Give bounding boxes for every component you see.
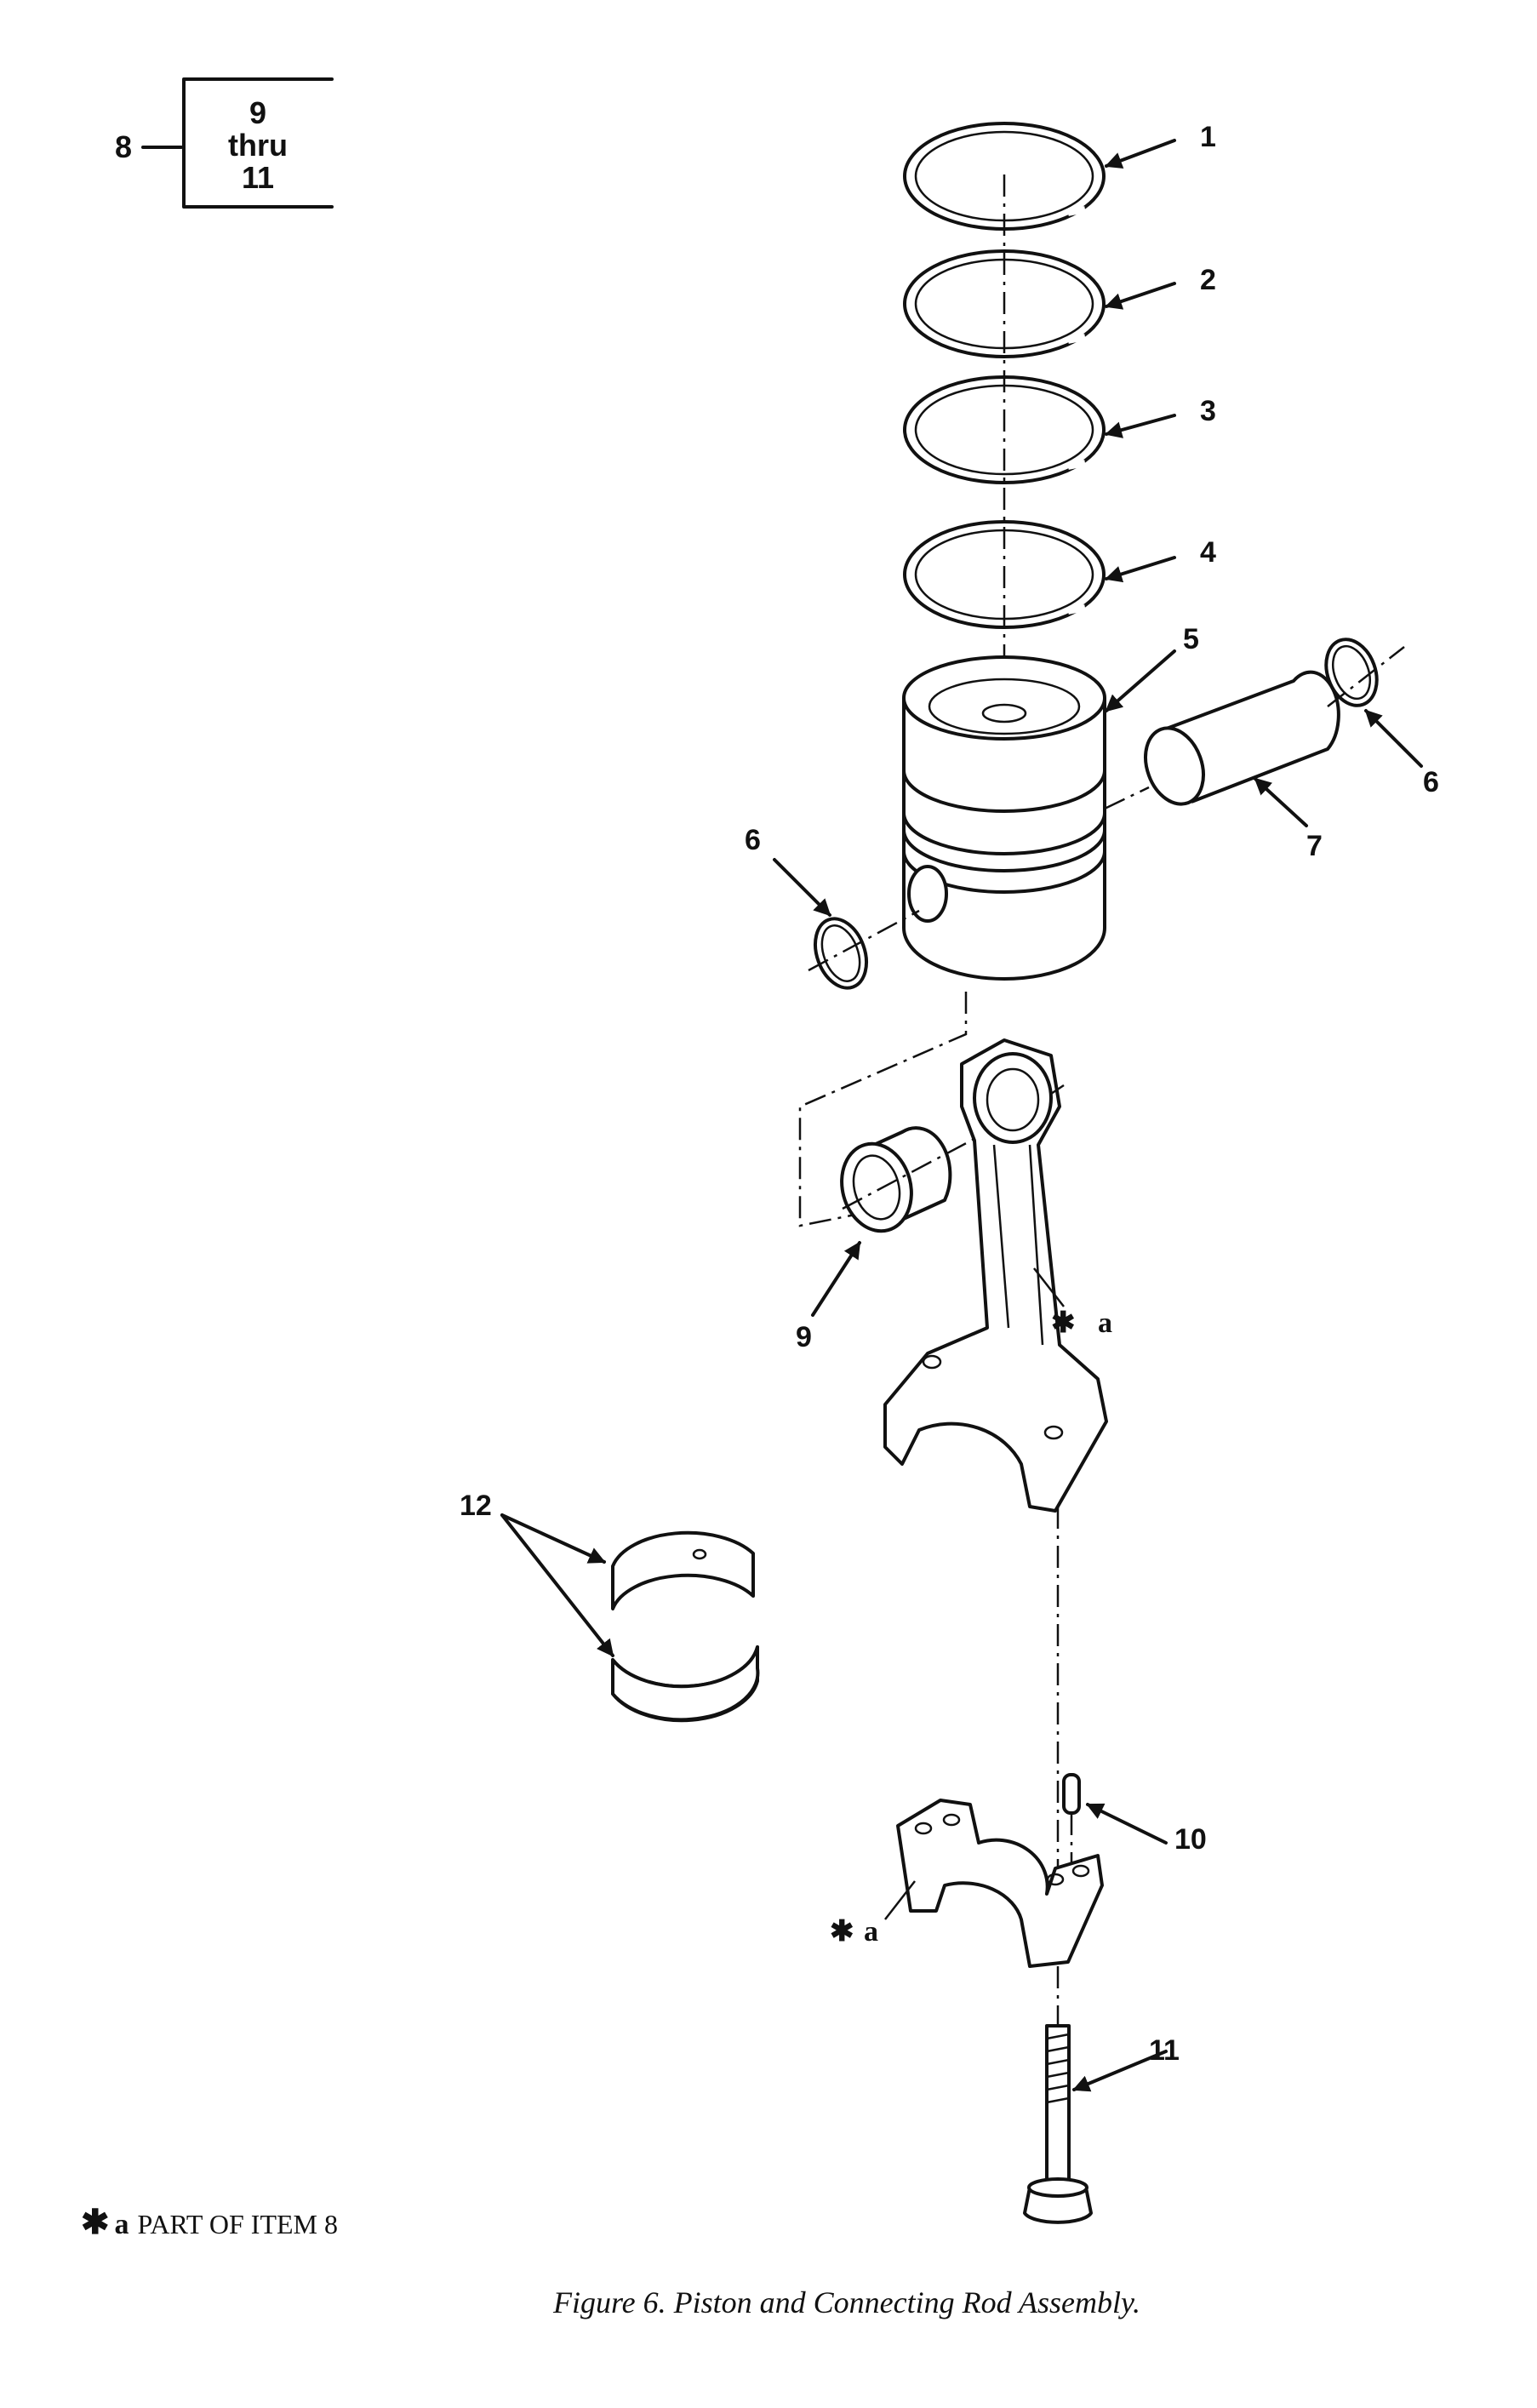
piston-ring-3 (903, 375, 1106, 484)
callout-11: 11 (1149, 2034, 1180, 2067)
callout-leaders (500, 139, 1423, 2092)
piston-ring-4 (903, 520, 1106, 629)
key-range-start: 9 (249, 95, 266, 130)
key-range-end: 11 (242, 160, 274, 195)
callout-6-right: 6 (1423, 766, 1439, 798)
callout-2: 2 (1200, 264, 1216, 296)
rod-cap (896, 1799, 1104, 1968)
callout-3: 3 (1200, 395, 1216, 427)
footnote-star: ✱ (81, 2204, 110, 2241)
footnote-letter: a (114, 2209, 129, 2240)
bearing-shell-lower (611, 1645, 760, 1723)
rod-bushing (840, 1126, 988, 1233)
key-item-number: 8 (115, 129, 132, 164)
piston-ring-1 (903, 122, 1106, 231)
cap-part-letter: a (864, 1916, 878, 1948)
cap-part-star: ✱ (830, 1915, 854, 1948)
bearing-shell-upper (611, 1530, 755, 1610)
rod-bolt (1023, 2024, 1093, 2224)
retaining-ring-left (808, 909, 920, 990)
key-range-word: thru (228, 128, 288, 163)
piston-to-rod-leader (798, 992, 968, 1227)
connecting-rod (883, 1038, 1108, 1513)
callout-7: 7 (1306, 830, 1323, 862)
rod-part-star: ✱ (1051, 1307, 1076, 1339)
callout-5: 5 (1183, 623, 1199, 655)
callout-9: 9 (796, 1321, 812, 1353)
callout-6-left: 6 (745, 824, 761, 856)
callout-4: 4 (1200, 536, 1216, 569)
callout-10: 10 (1174, 1823, 1207, 1856)
assembly-key-box: 8 9 thru 11 (115, 77, 334, 209)
callout-1: 1 (1200, 121, 1216, 153)
retaining-ring-right (1324, 638, 1379, 707)
piston (902, 655, 1106, 981)
dowel-pin (1062, 1773, 1081, 1873)
footnote-text: PART OF ITEM 8 (137, 2209, 338, 2239)
footnote: ✱a PART OF ITEM 8 (81, 2203, 338, 2242)
callout-12: 12 (460, 1490, 492, 1522)
piston-ring-2 (903, 249, 1106, 358)
figure-caption: Figure 6. Piston and Connecting Rod Asse… (553, 2285, 1140, 2319)
rod-part-letter: a (1098, 1307, 1112, 1339)
piston-pin (1104, 646, 1405, 810)
